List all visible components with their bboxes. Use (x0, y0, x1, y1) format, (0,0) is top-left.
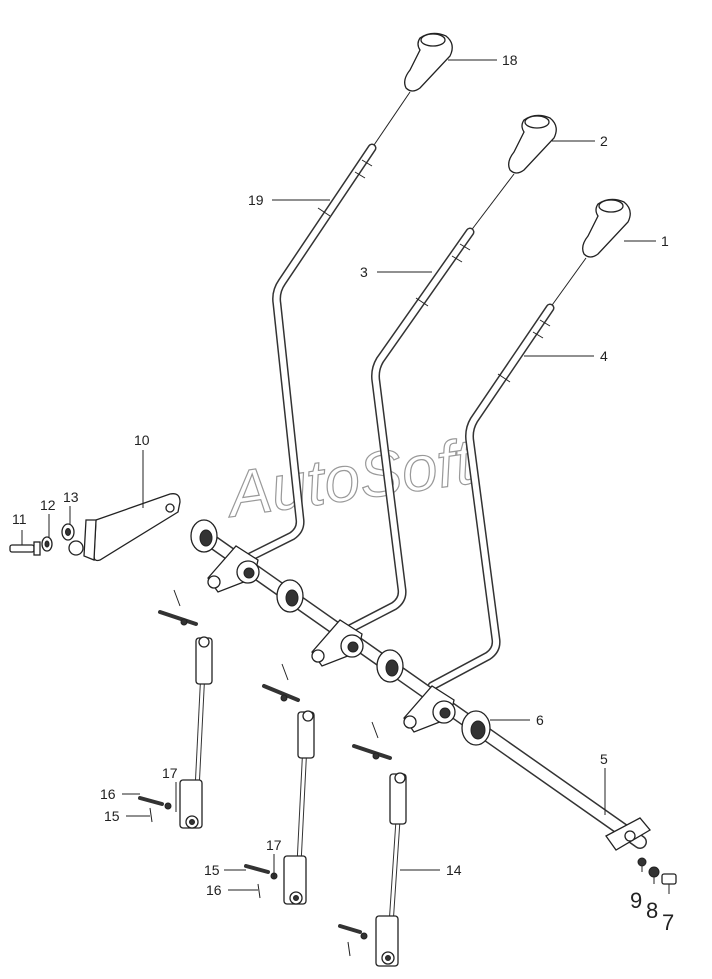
linkage-middle (244, 663, 315, 905)
fasteners-11-13 (9, 523, 75, 556)
callout-19: 19 (248, 192, 264, 208)
callout-2: 2 (600, 133, 608, 149)
bracket-10 (68, 493, 181, 562)
callout-12: 12 (40, 497, 56, 513)
knob-18 (404, 32, 453, 92)
linkage-right-14 (338, 721, 407, 967)
lever-assembly-middle (331, 114, 557, 641)
callout-4: 4 (600, 348, 608, 364)
callout-13: 13 (63, 489, 79, 505)
callout-17-left: 17 (162, 765, 178, 781)
knob-1 (582, 198, 631, 258)
bushings (190, 519, 491, 746)
leader-lines (21, 59, 670, 894)
callout-16-left: 16 (100, 786, 116, 802)
watermark-text: AutoSoft (220, 425, 479, 531)
lever-assembly-left (235, 32, 453, 567)
callout-1: 1 (661, 233, 669, 249)
lever-assembly-right (427, 198, 631, 691)
callout-18: 18 (502, 52, 518, 68)
callout-7: 7 (662, 910, 674, 935)
callout-16-middle: 16 (206, 882, 222, 898)
callout-10: 10 (134, 432, 150, 448)
fasteners-7-9 (637, 857, 677, 885)
knob-2 (508, 114, 557, 174)
callout-9: 9 (630, 888, 642, 913)
callout-6: 6 (536, 712, 544, 728)
callout-5: 5 (600, 751, 608, 767)
callout-15-middle: 15 (204, 862, 220, 878)
linkage-left (138, 589, 213, 829)
callout-3: 3 (360, 264, 368, 280)
pivot-hubs (207, 545, 456, 733)
callout-labels: 18 2 1 19 3 4 10 11 12 13 6 5 17 16 15 1… (12, 52, 674, 935)
callout-11: 11 (12, 511, 27, 527)
callout-14: 14 (446, 862, 462, 878)
callout-17-middle: 17 (266, 837, 282, 853)
callout-8: 8 (646, 898, 658, 923)
callout-15-left: 15 (104, 808, 120, 824)
